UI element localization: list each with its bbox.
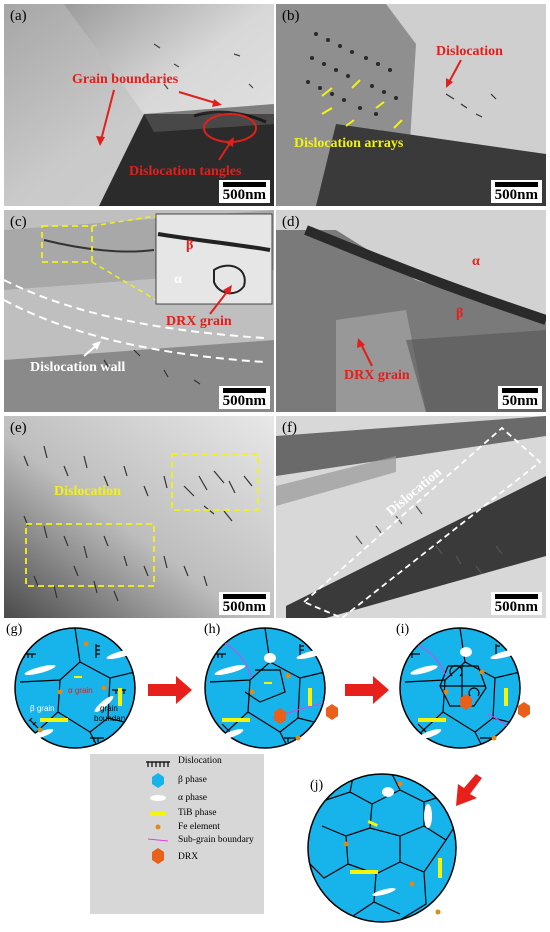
tem-image-b [276, 4, 546, 206]
scale-bar-a: 500nm [218, 180, 270, 203]
tem-image-e [4, 416, 274, 618]
annotation-drx-grain-c: DRX grain [166, 314, 232, 329]
label-grain: grain [100, 704, 118, 713]
label-beta-grain: β grain [30, 704, 55, 713]
tem-image-c [4, 210, 274, 412]
panel-label-f: (f) [282, 420, 297, 436]
scale-text-b: 500nm [494, 187, 538, 203]
scale-bar-f: 500nm [490, 592, 542, 615]
schematic-label-j: (j) [310, 778, 324, 793]
annotation-dislocation-arrays: Dislocation arrays [294, 136, 404, 151]
tem-image-f [276, 416, 546, 618]
annotation-dislocation-wall: Dislocation wall [30, 360, 126, 375]
schematic-label-g: (g) [6, 622, 23, 637]
legend-symbols [146, 761, 170, 864]
panel-a: (a) Grain boundaries Dislocation tangles… [4, 4, 274, 206]
circle-j [307, 773, 457, 923]
annotation-dislocation-e: Dislocation [54, 484, 121, 499]
annotation-grain-boundaries: Grain boundaries [72, 72, 179, 87]
annotation-beta-c: β [186, 238, 194, 253]
schematic-label-h: (h) [204, 622, 221, 637]
panel-d: (d) α β DRX grain 50nm [276, 210, 546, 412]
scale-text-c: 500nm [222, 393, 266, 409]
label-alpha-grain: α grain [68, 686, 93, 695]
panel-label-e: (e) [10, 420, 27, 436]
panel-c: (c) β α DRX grain Dislocation wall 500nm [4, 210, 274, 412]
scale-bar-b: 500nm [490, 180, 542, 203]
annotation-drx-grain-d: DRX grain [344, 368, 410, 383]
circle-i [399, 627, 530, 749]
arrow-g-to-h [148, 676, 192, 704]
annotation-dislocation-b: Dislocation [436, 44, 503, 59]
panel-e: (e) Dislocation 500nm [4, 416, 274, 618]
panel-b: (b) Dislocation Dislocation arrays 500nm [276, 4, 546, 206]
annotation-alpha-d: α [472, 254, 480, 269]
scale-text-a: 500nm [222, 187, 266, 203]
panel-label-d: (d) [282, 214, 300, 230]
circle-h [204, 627, 338, 749]
panel-label-c: (c) [10, 214, 27, 230]
tem-image-d [276, 210, 546, 412]
annotation-arrows-a [96, 89, 257, 161]
panel-label-a: (a) [10, 8, 27, 24]
scale-bar-c: 500nm [218, 386, 270, 409]
annotation-beta-d: β [456, 306, 464, 321]
schematic-graphics [14, 627, 530, 923]
scale-text-d: 50nm [502, 393, 538, 409]
legend-box [90, 754, 264, 914]
scale-bar-e: 500nm [218, 592, 270, 615]
panel-f: (f) Dislocation 500nm [276, 416, 546, 618]
scale-text-f: 500nm [494, 599, 538, 615]
scale-text-e: 500nm [222, 599, 266, 615]
tem-image-a [4, 4, 274, 206]
panel-label-b: (b) [282, 8, 300, 24]
scale-bar-d: 50nm [498, 386, 542, 409]
annotation-arrows-c [83, 285, 232, 357]
annotation-arrows-d [357, 338, 373, 367]
annotation-dislocation-tangles: Dislocation tangles [129, 164, 242, 179]
arrow-i-to-j [456, 770, 482, 806]
circle-g [14, 627, 138, 749]
arrow-h-to-i [345, 676, 389, 704]
label-boundary: boundary [94, 714, 128, 723]
schematic-label-i: (i) [396, 622, 410, 637]
schematic-diagram: (g) (h) (i) (j) α grain β grain grain bo… [0, 622, 550, 932]
annotation-alpha-c: α [174, 272, 182, 287]
annotation-arrows-b [321, 59, 462, 129]
